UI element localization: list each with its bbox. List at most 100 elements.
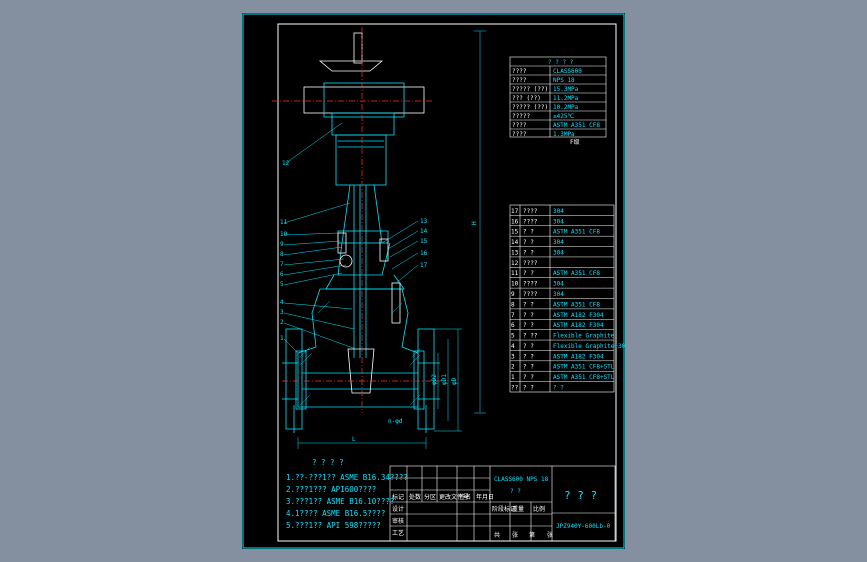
spec-row-label: ????? (??) <box>512 86 548 93</box>
spec-row-label: ????? <box>512 113 530 120</box>
title-stage-label: 比例 <box>533 505 545 513</box>
balloon-16: 16 <box>420 250 428 257</box>
parts-row-name: ???? <box>523 208 538 215</box>
parts-row-material: 304 <box>553 249 564 256</box>
balloon-8: 8 <box>280 251 284 258</box>
outer-frame <box>242 13 625 549</box>
drawing-sheet: 12 11 10 9 8 7 6 5 4 3 2 1 13 14 15 16 1… <box>242 13 625 549</box>
balloon-15: 15 <box>420 238 428 245</box>
parts-row-no: 12 <box>511 260 519 267</box>
dim-length: L <box>352 436 356 443</box>
parts-row-material: 304 <box>553 291 564 298</box>
balloon-10: 10 <box>280 231 288 238</box>
spec-row-value: 10.2MPa <box>553 104 579 111</box>
note-item: 3.???1?? ASME B16.10???? <box>286 497 394 506</box>
balloon-6: 6 <box>280 271 284 278</box>
parts-row-no: 3 <box>511 353 515 360</box>
valve-body <box>282 32 440 433</box>
parts-row-material: 304 <box>553 281 564 288</box>
balloon-1: 1 <box>280 335 284 342</box>
parts-row-no: 17 <box>511 208 519 215</box>
title-left-label: 审核 <box>392 517 404 525</box>
dim-height: H <box>471 221 478 225</box>
parts-row-no: 16 <box>511 218 519 225</box>
title-row-label: 签名 <box>459 493 471 501</box>
dim-d2: φD2 <box>431 374 438 385</box>
title-stage-label: 重量 <box>512 505 524 513</box>
valve-drawing: 12 11 10 9 8 7 6 5 4 3 2 1 13 14 15 16 1… <box>242 13 625 549</box>
parts-row-name: ? ? <box>523 343 534 350</box>
parts-row-no: 1 <box>511 374 515 381</box>
parts-row-material: Flexible Graphite <box>553 333 615 340</box>
note-item: 5.???1?? API 598????? <box>286 521 381 530</box>
title-left-label: 工艺 <box>392 529 404 537</box>
dim-d1: φD1 <box>441 374 448 385</box>
parts-row-no: 8 <box>511 301 515 308</box>
leader-lines <box>283 122 419 354</box>
parts-row-material: ? ? <box>553 385 564 392</box>
parts-row-material: 304 <box>553 208 564 215</box>
parts-row-name: ? ? <box>523 312 534 319</box>
parts-row-material: Flexible Graphite+304 <box>553 343 625 350</box>
title-row-label: 标记 <box>392 493 404 501</box>
title-left-label: 设计 <box>392 505 404 513</box>
parts-row-name: ? ? <box>523 385 534 392</box>
center-lines <box>272 27 442 413</box>
section-hatch <box>299 300 421 406</box>
parts-row-material: 304 <box>553 218 564 225</box>
parts-row-name: ???? <box>523 281 538 288</box>
balloon-12: 12 <box>282 160 290 167</box>
parts-row-name: ? ? <box>523 229 534 236</box>
title-block <box>389 465 616 542</box>
parts-row-no: 10 <box>511 281 519 288</box>
parts-row-no: 2 <box>511 364 515 371</box>
balloon-11: 11 <box>280 219 288 226</box>
parts-row-no: 13 <box>511 249 519 256</box>
spec-row-label: ????? (??) <box>512 104 548 111</box>
balloon-labels: 12 11 10 9 8 7 6 5 4 3 2 1 13 14 15 16 1… <box>280 160 428 342</box>
parts-row-name: ? ? <box>523 301 534 308</box>
title-row-label: 更改文件号 <box>439 493 469 501</box>
note-item: 2.???1??? API600???? <box>286 485 376 494</box>
spec-row-value: 1.3MPa <box>553 131 575 138</box>
parts-row-name: ? ? <box>523 353 534 360</box>
parts-row-name: ???? <box>523 218 538 225</box>
spec-row-value: ASTM A351 CF8 <box>553 122 600 129</box>
parts-row-no: 14 <box>511 239 519 246</box>
title-sheet-label: 第 <box>529 531 535 539</box>
parts-row-name: ? ? <box>523 364 534 371</box>
spec-row-value: 11.2MPa <box>553 95 579 102</box>
parts-row-no: 15 <box>511 229 519 236</box>
parts-row-no: 9 <box>511 291 515 298</box>
spec-header: ? ? ? ? <box>548 59 574 66</box>
parts-row-material: ASTM A351 CF8+STL <box>553 374 615 381</box>
parts-row-name: ? ? <box>523 249 534 256</box>
product-name: CLASS600 NPS 18 <box>494 476 549 483</box>
parts-row-no: 7 <box>511 312 515 319</box>
note-item: 4.1???? ASME B16.5???? <box>286 509 385 518</box>
spec-row-value: ≤425℃ <box>553 113 574 120</box>
parts-row-name: ? ? <box>523 239 534 246</box>
balloon-2: 2 <box>280 319 284 326</box>
spec-row-label: ???? <box>512 77 527 84</box>
balloon-14: 14 <box>420 228 428 235</box>
balloon-7: 7 <box>280 261 284 268</box>
spec-note: F级 <box>570 138 580 146</box>
title-row-label: 年月日 <box>476 493 494 501</box>
spec-row-value: 15.3MPa <box>553 86 579 93</box>
notes-title: ? ? ? ? <box>312 458 344 467</box>
drawing-number: JPZ940Y-600Lb-0 <box>556 523 611 530</box>
balloon-17: 17 <box>420 262 428 269</box>
parts-row-material: ASTM A182 F304 <box>553 322 604 329</box>
parts-row-material: ASTM A351 CF8 <box>553 270 600 277</box>
note-item: 1.??-???1?? ASME B16.34???? <box>286 473 408 482</box>
parts-row-no: 11 <box>511 270 519 277</box>
title-sheet-label: 共 <box>494 531 500 539</box>
balloon-13: 13 <box>420 218 428 225</box>
parts-row-no: 6 <box>511 322 515 329</box>
spec-row-value: NPS 18 <box>553 77 575 84</box>
balloon-9: 9 <box>280 241 284 248</box>
title-sheet-label: 张 <box>547 531 553 539</box>
spec-row-label: ??? (??) <box>512 95 541 102</box>
spec-row-label: ???? <box>512 68 527 75</box>
